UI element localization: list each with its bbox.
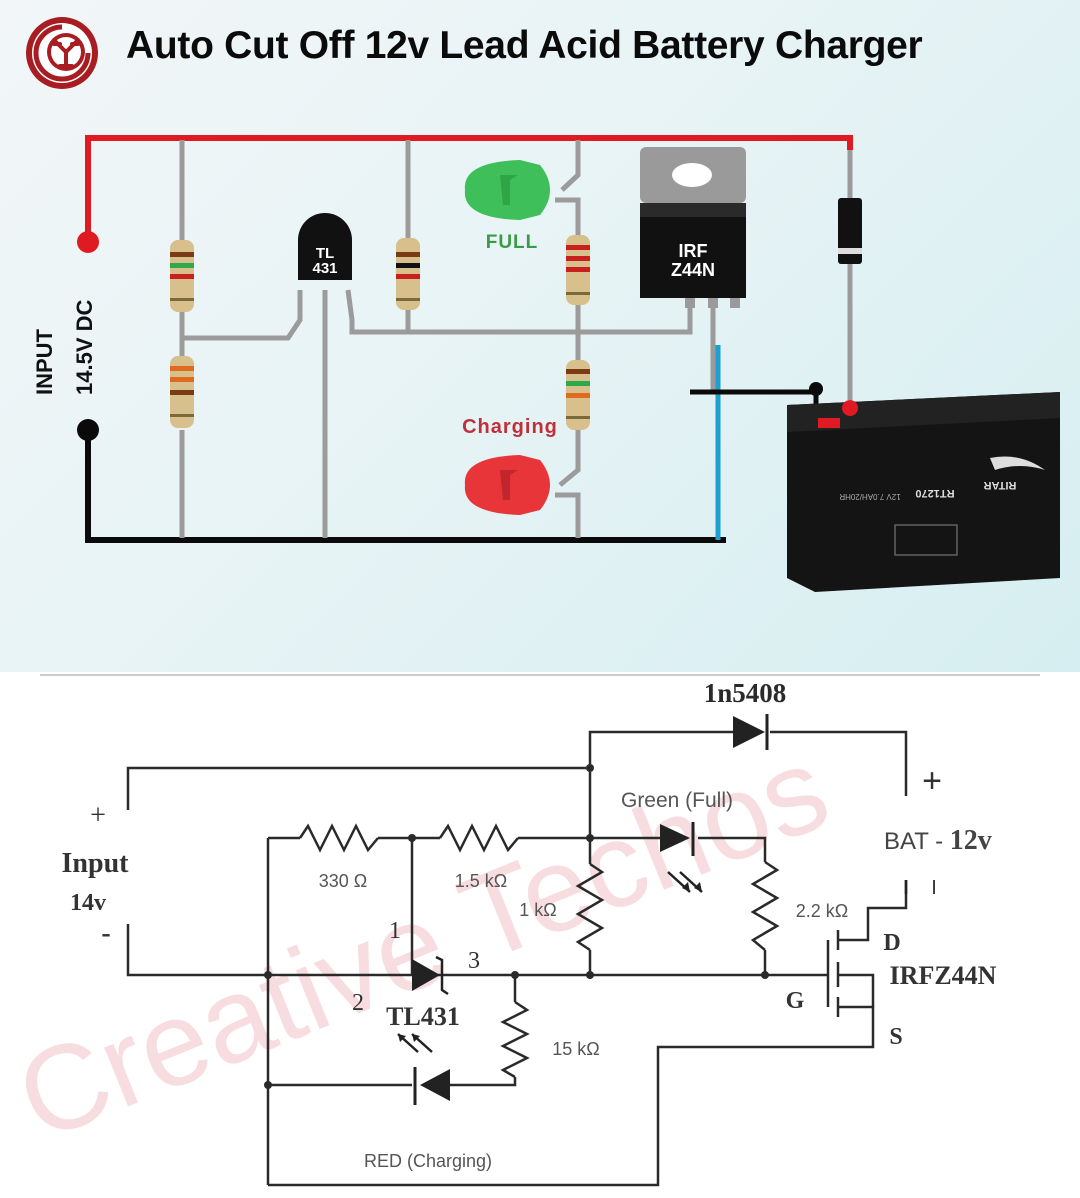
battery-label: BAT - 12v: [884, 825, 992, 856]
red-led-label: RED (Charging): [364, 1151, 492, 1171]
tl431-label-1: TL: [316, 245, 334, 262]
creative-techos-logo-icon: [26, 17, 98, 89]
mosfet-label-2: Z44N: [671, 260, 715, 280]
pictorial-diagram-panel: Auto Cut Off 12v Lead Acid Battery Charg…: [0, 0, 1080, 672]
mosfet-irfz44n: IRF Z44N: [640, 147, 746, 308]
pin-3-label: 3: [468, 948, 480, 974]
battery-model: RT1270: [915, 487, 954, 499]
battery-rating: 12V 7.0AH/20HR: [839, 492, 901, 501]
input-voltage-vertical: 14.5V DC: [72, 300, 98, 395]
battery-negative-node: [809, 382, 823, 396]
resistor-1: [170, 240, 194, 312]
r2-label: 1.5 kΩ: [455, 871, 507, 891]
resistor-1-5k: [438, 823, 519, 853]
positive-wire: [85, 135, 853, 240]
r5-label: 15 kΩ: [552, 1039, 599, 1059]
resistor-2: [170, 356, 194, 428]
tl431-symbol: [412, 955, 449, 996]
battery-ritar: RITAR RT1270 12V 7.0AH/20HR: [787, 392, 1060, 592]
led-full-label: FULL: [486, 232, 539, 253]
red-led-symbol: [397, 1033, 450, 1105]
pin-d-label: D: [883, 930, 900, 956]
resistor-330: [298, 823, 379, 853]
diode-1n5408-symbol: [733, 714, 769, 750]
input-voltage: 14v: [70, 890, 106, 916]
input-voltage: 14.5V DC: [72, 299, 97, 395]
tl431-label-2: 431: [312, 260, 337, 277]
led-charging-label: Charging: [462, 416, 558, 438]
schematic-diagram: Creative Techos: [0, 674, 1040, 1187]
negative-wire: [85, 430, 726, 543]
pin-g-label: G: [786, 988, 805, 1014]
junction-dots: [264, 764, 769, 1089]
led-full-green: [464, 160, 550, 220]
input-label-vertical: INPUT: [32, 329, 58, 395]
diode-label: 1n5408: [704, 678, 787, 708]
diode-1n5408: [838, 198, 862, 264]
pin-1-label: 1: [389, 918, 401, 944]
r1-label: 330 Ω: [319, 871, 368, 891]
battery-minus: I: [931, 877, 937, 899]
battery-voltage: 12v: [950, 825, 992, 856]
pin-2-label: 2: [352, 990, 364, 1016]
mosfet-label-1: IRF: [679, 241, 708, 261]
input-label: INPUT: [32, 329, 57, 395]
led-charging-red: [464, 455, 550, 515]
tl431-label: TL431: [386, 1002, 460, 1031]
resistor-2-2k: [750, 860, 780, 951]
r4-label: 2.2 kΩ: [796, 901, 848, 921]
schematic-wires: [126, 730, 908, 1187]
battery-brand: RITAR: [984, 479, 1017, 491]
resistor-5: [566, 360, 590, 430]
r3-label: 1 kΩ: [519, 900, 556, 920]
battery-plus: +: [922, 762, 942, 800]
mosfet-label: IRFZ44N: [890, 961, 997, 990]
resistor-15k: [500, 1000, 530, 1079]
resistor-3: [396, 238, 420, 310]
pictorial-circuit: TL 431 FULL Charging IRF Z44N: [77, 135, 1060, 592]
page-title: Auto Cut Off 12v Lead Acid Battery Charg…: [126, 24, 923, 67]
green-led-symbol: [660, 822, 703, 893]
signal-wires: [179, 140, 853, 538]
resistor-4: [566, 235, 590, 305]
input-minus: -: [101, 918, 110, 949]
pin-s-label: S: [889, 1024, 902, 1050]
schematic-panel: Creative Techos: [0, 672, 1080, 1198]
resistor-1k: [575, 862, 605, 952]
tl431-ic: TL 431: [298, 213, 352, 280]
input-plus: +: [90, 800, 106, 831]
positive-terminal: [77, 231, 99, 253]
battery-name: BAT -: [884, 828, 950, 855]
green-led-label: Green (Full): [621, 789, 733, 812]
input-label: Input: [62, 848, 130, 879]
